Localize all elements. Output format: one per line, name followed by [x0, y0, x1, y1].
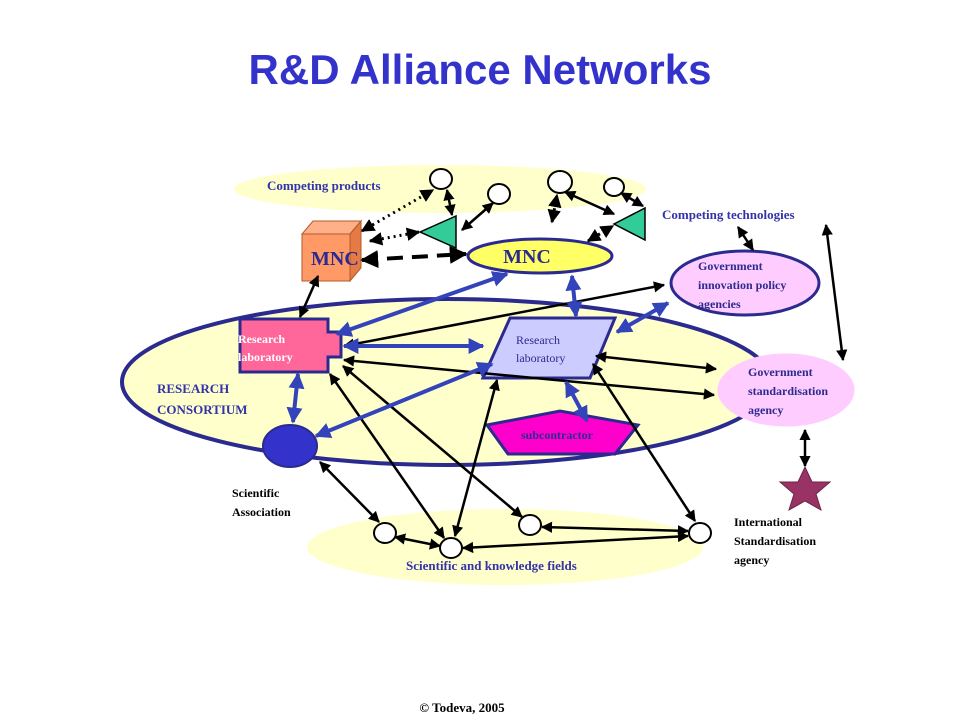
scientific-association-circle: [262, 424, 318, 468]
research-consortium-label: RESEARCH: [157, 381, 229, 396]
mnc-cube-label: MNC: [311, 248, 359, 270]
gov-innovation-label: Government: [698, 259, 763, 273]
intl-standardisation-label: International: [734, 515, 803, 529]
dotted-arrows: [360, 188, 615, 246]
knowledge-circle-1: [373, 522, 397, 544]
gov-innovation-agencies: [669, 249, 821, 317]
page-title: R&D Alliance Networks: [249, 46, 712, 93]
intl-standardisation-label-2: Standardisation: [734, 534, 816, 548]
knowledge-circle-2: [439, 537, 463, 559]
research-lab-left: [238, 317, 343, 374]
gov-standard-label-3: agency: [748, 403, 783, 417]
scientific-association-label-2: Association: [232, 505, 291, 519]
scientific-fields-label: Scientific and knowledge fields: [406, 558, 577, 573]
knowledge-circle-3: [518, 514, 542, 536]
intl-standardisation-label-3: agency: [734, 553, 769, 567]
mnc-to-mnc-dashed-link: [360, 245, 468, 269]
research-lab-right-label-2: laboratory: [516, 351, 565, 365]
mnc-ellipse-label: MNC: [503, 246, 551, 268]
gov-innovation-label-2: innovation policy: [698, 278, 786, 292]
research-lab-left-label: Research: [238, 332, 285, 346]
gov-standard-label: Government: [748, 365, 813, 379]
knowledge-circle-4: [688, 522, 712, 544]
research-lab-left-label-2: laboratory: [238, 350, 293, 364]
product-circle-3: [547, 170, 573, 194]
research-lab-right-label: Research: [516, 333, 560, 347]
subcontractor-label: subcontractor: [521, 428, 594, 442]
research-consortium-label-2: CONSORTIUM: [157, 402, 248, 417]
technology-triangle-right: [612, 206, 646, 242]
scientific-association-label: Scientific: [232, 486, 280, 500]
competing-products-label: Competing products: [267, 178, 381, 193]
gov-standard-label-2: standardisation: [748, 384, 828, 398]
technology-triangle-left: [418, 214, 457, 250]
intl-standardisation-star: [778, 465, 832, 512]
gov-innovation-label-3: agencies: [698, 297, 741, 311]
gov-standardisation-agency: [717, 353, 855, 427]
blue-arrows: [286, 271, 670, 438]
product-circle-1: [429, 168, 453, 190]
product-circle-2: [487, 183, 511, 205]
mnc-ellipse: [466, 237, 614, 275]
copyright-notice: © Todeva, 2005: [419, 700, 505, 715]
competing-technologies-label: Competing technologies: [662, 207, 795, 222]
